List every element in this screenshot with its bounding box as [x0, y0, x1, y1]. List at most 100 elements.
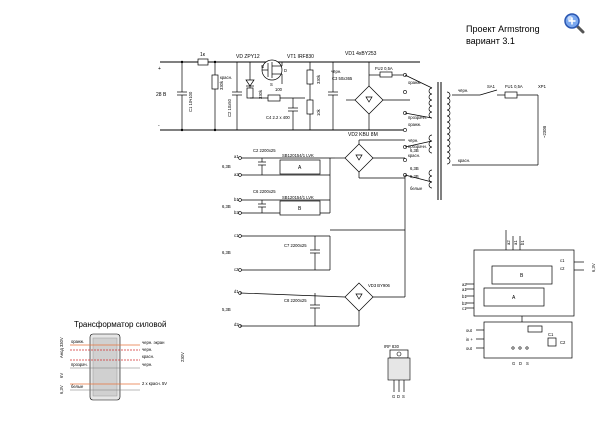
fuse-1k-label: 1к [200, 52, 206, 58]
tap-label-1: прозрачн. [408, 115, 427, 120]
transistor-pin-d: D [397, 394, 400, 399]
tap-label-6: белые [410, 186, 423, 191]
tap-label-5: красн. [408, 153, 420, 158]
module-board-lower: out in + out C1 C2 G D S [466, 321, 573, 366]
rail-d2: d2 [234, 322, 239, 327]
regulator-section: VD2 KBU 8M a1 a2 b1 b2 c1 c2 d1 d2 6,3B … [222, 132, 406, 328]
r-100-label: 100 [275, 87, 283, 92]
module-right-pin-0: c1 [560, 258, 565, 263]
legend-left-2: белые [71, 384, 84, 389]
fuse-1k [197, 58, 209, 66]
c3-label: C3 50x365 [332, 76, 353, 81]
rail-b1: b1 [234, 197, 239, 202]
svg-text:G: G [261, 64, 264, 69]
transformer-legend: Трансформатор силовой оранж. прозрач. бе… [59, 320, 185, 401]
module-lower-pin-s: S [526, 361, 529, 366]
irf830-package: IRF 830 G D S [384, 344, 411, 399]
rail-voltage-c: 6,3B [222, 250, 231, 255]
mains-label: ~230В [542, 126, 547, 138]
vd1-label: VD1 4xBY253 [345, 51, 377, 57]
legend-right-0: черн. экран [142, 340, 165, 345]
svg-text:D: D [284, 68, 287, 73]
rail-b2: b2 [234, 210, 239, 215]
input-plus-sign: + [158, 66, 161, 72]
input-regulator-section: + - 28 В C1 10ч100 1к 330k C2 10x50 крас… [156, 51, 420, 132]
primary-red-label: красн. [458, 158, 470, 163]
transformer-symbol: оранж. прозрачн. оранж. чёрн. прозрачн. … [403, 73, 547, 200]
c8-label: C8 2200x25 [284, 298, 307, 303]
fu1-label: FU1 0,5A [505, 84, 523, 89]
module-block-b [491, 265, 553, 285]
xp1-label: XP1 [538, 84, 547, 89]
tap-label-2: оранж. [408, 122, 421, 127]
transistor-pin-g: G [392, 394, 395, 399]
input-voltage-label: 28 В [156, 92, 167, 98]
rail-voltage-d: 5,3B [222, 307, 231, 312]
tap-volt-0: 6,3B [410, 148, 419, 153]
regulator-block-b [279, 200, 321, 216]
module-top-pin-1: a1 [513, 240, 518, 245]
module-left-pin-1: a1 [462, 287, 467, 292]
tap-volt-2: 5,3B [410, 174, 419, 179]
module-lower-pin-g: G [512, 361, 515, 366]
module-left-pin-0: a2 [462, 282, 467, 287]
legend-right-2: красн. [142, 354, 154, 359]
zoom-in-magnifier-icon[interactable] [563, 12, 585, 34]
transistor-pin-s: S [402, 394, 405, 399]
legend-right-3: черн. [142, 362, 152, 367]
fu2-label: FU2 0,5A [375, 66, 393, 71]
rail-a2: a2 [234, 172, 239, 177]
primary-black-label: чёрн. [458, 88, 468, 93]
legend-heading: Трансформатор силовой [74, 320, 166, 329]
sa1-label: SA1 [487, 84, 496, 89]
module-lower-label-0: out [466, 328, 473, 333]
input-minus-sign: - [158, 123, 160, 129]
legend-left-0: оранж. [71, 339, 84, 344]
module-lower-cap-0: C1 [548, 332, 554, 337]
rail-voltage-a: 6,3B [222, 164, 231, 169]
fuse-fu1 [504, 91, 518, 99]
c1-label: C1 10ч100 [188, 91, 193, 112]
c4-label: C4 2.2 x 400 [266, 115, 290, 120]
legend-right-1: черн. [142, 347, 152, 352]
legend-right-side: 230V [180, 352, 185, 362]
module-top-pin-0: a2 [506, 240, 511, 245]
project-subtitle: вариант 3.1 [466, 36, 515, 46]
module-lower-pin-d: D [519, 361, 522, 366]
module-left-pin-4: c1 [462, 306, 467, 311]
fuse-fu2 [379, 71, 393, 78]
r-330k-label: 330k [219, 80, 224, 90]
project-title: Проект Armstrong [466, 24, 540, 34]
c2-label: C2 10x50 [227, 98, 232, 117]
tap-label-4: прозрачн. [408, 144, 427, 149]
tap-volt-1: 6,3B [410, 166, 419, 171]
legend-side-1: 6V [59, 373, 64, 378]
r-330k-right-label: 330k [316, 74, 321, 84]
d-rail-section: VD3 BY906 C8 2200x25 [239, 282, 406, 327]
regulator-b-letter: B [298, 206, 302, 212]
cap-a-label: C2 2200x25 [253, 148, 276, 153]
module-left-pin-3: b2 [462, 301, 467, 306]
rail-a1: a1 [234, 154, 239, 159]
vd2-label: VD2 KBU 8M [348, 132, 378, 138]
module-lower-label-1: in + [466, 337, 473, 342]
rail-c2: c2 [234, 267, 239, 272]
reg-a-label: SB120154/1 LVK [282, 153, 314, 158]
legend-side-0: Анод 330V [59, 337, 64, 358]
r-10k-right-label: 10k [316, 108, 321, 116]
rail-voltage-b: 6,3B [222, 204, 231, 209]
module-voltage: 6,3V [591, 263, 596, 272]
module-top-pin-2: b1 [520, 240, 525, 245]
svg-text:S: S [270, 82, 273, 87]
module-lower-label-2: out [466, 346, 473, 351]
module-block-b-letter: B [520, 273, 524, 279]
tap-label-0: оранж. [408, 80, 421, 85]
c7-label: C7 2200x25 [284, 243, 307, 248]
regulator-block-a [279, 159, 321, 175]
wire-black-label-1: чёрн. [331, 69, 341, 74]
legend-right-4: 2 x красн. 5V [142, 381, 167, 386]
rail-d1: d1 [234, 289, 239, 294]
legend-left-1: прозрач. [71, 362, 88, 367]
regulator-a-letter: A [298, 165, 302, 171]
